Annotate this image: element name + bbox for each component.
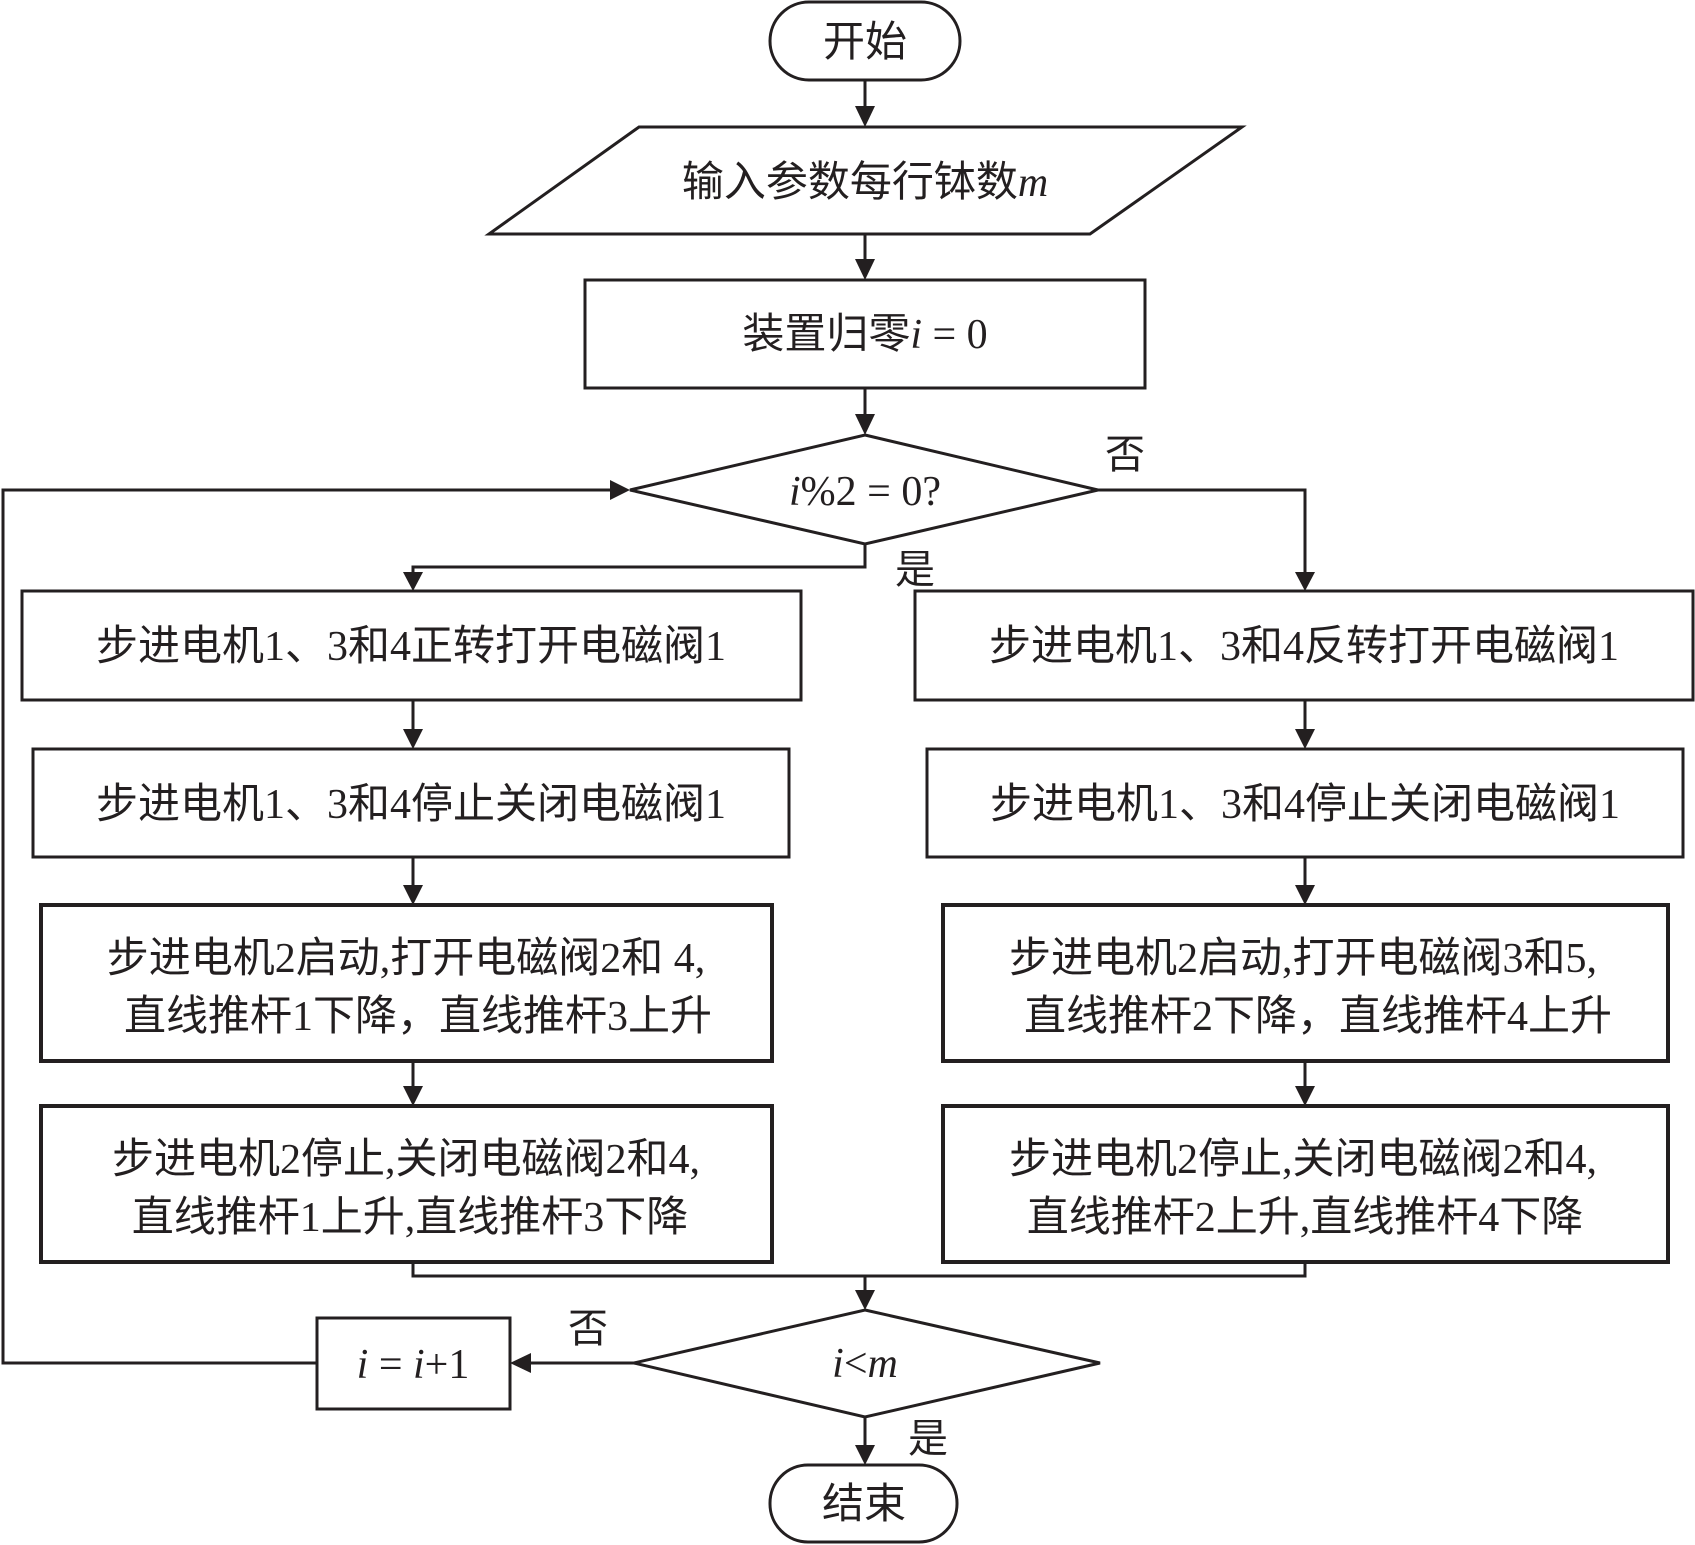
start-terminator: 开始 [768, 0, 962, 82]
decision-loop: i<m 否 是 [568, 1306, 1101, 1461]
even-step-3: 步进电机2启动,打开电磁阀2和 4, 直线推杆1下降，直线推杆3上升 [39, 903, 774, 1063]
connector-init-decision [855, 388, 875, 435]
decision-parity-label: i%2 = 0? [789, 469, 941, 515]
input-shape [484, 125, 1247, 236]
end-shape [768, 1463, 959, 1544]
init-label: 装置归零i = 0 [742, 312, 987, 358]
decision-parity-yes-label: 是 [895, 547, 935, 592]
increment-shape [315, 1316, 512, 1411]
odd-branch: 步进电机1、3和4反转打开电磁阀1 步进电机1、3和4停止关闭电磁阀1 步进电机… [913, 589, 1695, 1264]
even-step-4-line-1: 步进电机2停止,关闭电磁阀2和4, [112, 1136, 700, 1183]
arrow-head [403, 572, 423, 591]
input-label: 输入参数每行钵数m [682, 159, 1048, 206]
input-parameter-step: 输入参数每行钵数m [484, 125, 1247, 236]
end-label: 结束 [822, 1482, 906, 1528]
arrow-head [855, 1445, 875, 1465]
arrow-head [1295, 729, 1315, 749]
odd-step-2: 步进电机1、3和4停止关闭电磁阀1 [925, 747, 1685, 859]
connector-no-odd-branch [1098, 488, 1315, 591]
arrow-head [403, 885, 423, 905]
even-step-3-line-2: 直线推杆1下降，直线推杆3上升 [124, 994, 712, 1040]
odd-step-3: 步进电机2启动,打开电磁阀3和5, 直线推杆2下降，直线推杆4上升 [941, 903, 1670, 1063]
start-label: 开始 [823, 20, 907, 66]
arrow-head [855, 1290, 875, 1310]
odd-step-4-line-2: 直线推杆2上升,直线推杆4下降 [1027, 1195, 1584, 1241]
connector-merge [411, 1262, 1307, 1310]
decision-loop-yes-label: 是 [908, 1416, 948, 1461]
arrow-head [855, 106, 875, 127]
increment-label: i = i+1 [357, 1342, 470, 1388]
even-step-4: 步进电机2停止,关闭电磁阀2和4, 直线推杆1上升,直线推杆3下降 [39, 1104, 774, 1264]
even-step-1: 步进电机1、3和4正转打开电磁阀1 [20, 589, 803, 702]
even-step-1-label: 步进电机1、3和4正转打开电磁阀1 [96, 624, 726, 670]
init-shape [583, 278, 1147, 390]
odd-step-3-line-1: 步进电机2启动,打开电磁阀3和5, [1009, 936, 1597, 982]
arrow-head [510, 1353, 531, 1373]
odd-step-1-label: 步进电机1、3和4反转打开电磁阀1 [989, 624, 1619, 670]
arrow-head [1295, 1086, 1315, 1106]
arrow-head [1295, 885, 1315, 905]
decision-loop-label: i<m [832, 1341, 898, 1387]
connector-loop-no-increment [510, 1353, 634, 1373]
arrow-head [855, 414, 875, 435]
connector-loop-back [1, 480, 630, 1365]
arrow-head [855, 259, 875, 280]
arrow-head [1295, 572, 1315, 591]
even-step-2: 步进电机1、3和4停止关闭电磁阀1 [31, 747, 791, 859]
decision-loop-no-label: 否 [568, 1306, 608, 1351]
end-terminator: 结束 [768, 1463, 959, 1544]
odd-step-3-line-2: 直线推杆2下降，直线推杆4上升 [1024, 994, 1612, 1040]
connector-loop-yes-end [855, 1417, 875, 1465]
arrow-head [403, 1086, 423, 1106]
even-step-2-label: 步进电机1、3和4停止关闭电磁阀1 [96, 781, 726, 828]
even-branch: 步进电机1、3和4正转打开电磁阀1 步进电机1、3和4停止关闭电磁阀1 步进电机… [20, 589, 803, 1264]
init-step: 装置归零i = 0 [583, 278, 1147, 390]
decision-parity-no-label: 否 [1105, 432, 1145, 477]
odd-step-4: 步进电机2停止,关闭电磁阀2和4, 直线推杆2上升,直线推杆4下降 [941, 1104, 1670, 1264]
connector-input-init [855, 234, 875, 280]
arrow-head [610, 480, 630, 500]
increment-step: i = i+1 [315, 1316, 512, 1411]
odd-step-1: 步进电机1、3和4反转打开电磁阀1 [913, 589, 1695, 702]
even-step-3-line-1: 步进电机2启动,打开电磁阀2和 4, [107, 936, 706, 982]
arrow-head [403, 729, 423, 749]
decision-parity: i%2 = 0? 否 是 [629, 432, 1145, 592]
even-step-4-line-2: 直线推杆1上升,直线推杆3下降 [132, 1195, 689, 1241]
connector-yes-even-branch [403, 544, 867, 591]
odd-step-4-line-1: 步进电机2停止,关闭电磁阀2和4, [1009, 1136, 1597, 1183]
connector-start-input [855, 80, 875, 127]
odd-step-2-label: 步进电机1、3和4停止关闭电磁阀1 [990, 781, 1620, 828]
